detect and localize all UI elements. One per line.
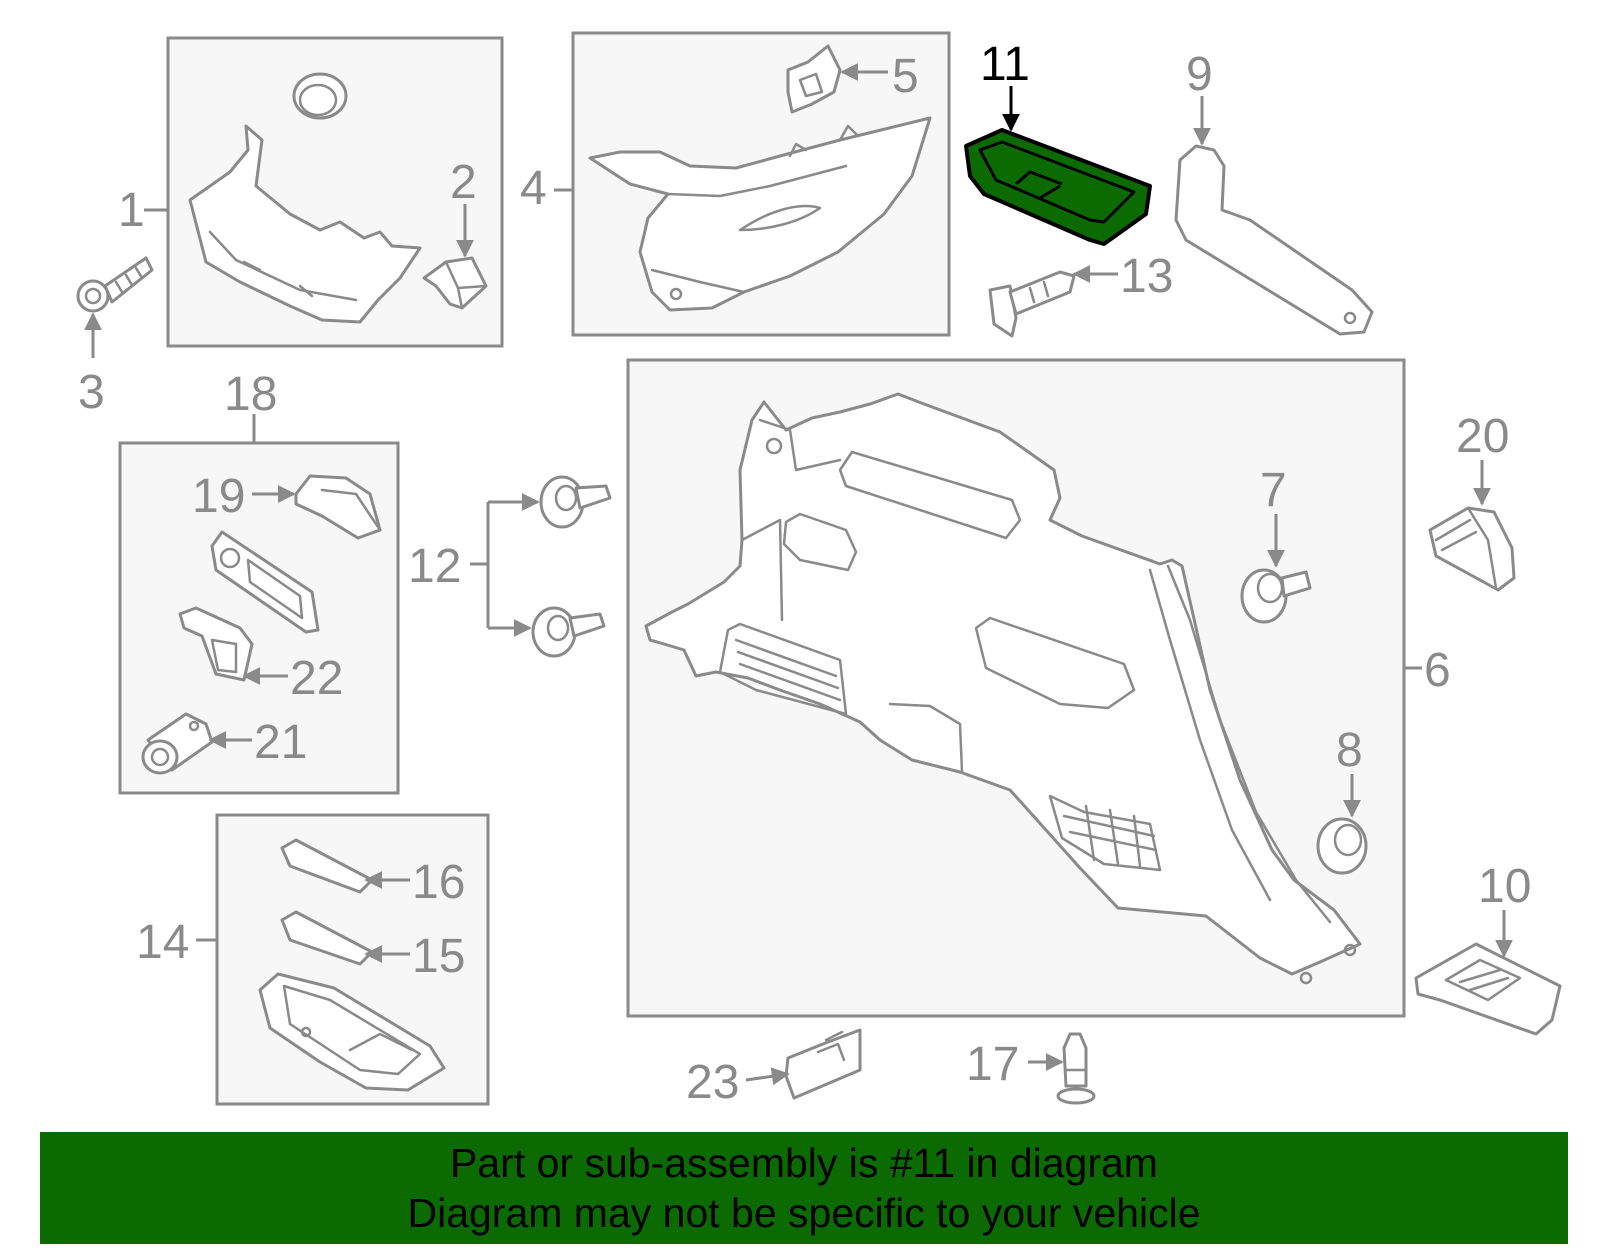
- callout-5: 5: [892, 50, 919, 103]
- callout-12: 12: [408, 540, 461, 593]
- callout-7: 7: [1260, 464, 1287, 517]
- banner-line-2: Diagram may not be specific to your vehi…: [407, 1190, 1201, 1236]
- part-4-trim-panel[interactable]: [588, 116, 932, 312]
- part-23-bracket[interactable]: [784, 1028, 862, 1100]
- part-bezel[interactable]: [210, 530, 320, 634]
- callout-17: 17: [966, 1038, 1019, 1091]
- callout-14: 14: [136, 916, 189, 969]
- part-3-screw[interactable]: [76, 256, 154, 313]
- callout-18: 18: [224, 368, 277, 421]
- callout-16: 16: [412, 856, 465, 909]
- part-8-grommet[interactable]: [1316, 817, 1368, 875]
- part-6-quarter-trim[interactable]: [644, 392, 1362, 985]
- part-17-push-pin[interactable]: [1056, 1032, 1096, 1105]
- callout-13: 13: [1120, 250, 1173, 303]
- leader-12: [470, 502, 490, 628]
- part-11-storage-tray[interactable]: [964, 128, 1152, 246]
- part-14-pocket[interactable]: [258, 972, 446, 1092]
- part-1-bracket[interactable]: [188, 72, 422, 324]
- part-20-switch[interactable]: [1428, 506, 1516, 592]
- part-2-clip[interactable]: [422, 256, 488, 310]
- part-13-pin[interactable]: [988, 270, 1076, 338]
- callout-22: 22: [290, 652, 343, 705]
- callout-2: 2: [450, 156, 477, 209]
- callout-6: 6: [1424, 644, 1451, 697]
- part-19-cover[interactable]: [294, 474, 382, 540]
- part-9-strap[interactable]: [1174, 144, 1374, 336]
- callout-15: 15: [412, 930, 465, 983]
- part-12-clip-upper[interactable]: [539, 475, 612, 529]
- callout-20: 20: [1456, 410, 1509, 463]
- part-7-grommet[interactable]: [1240, 568, 1312, 624]
- callout-8: 8: [1336, 724, 1363, 777]
- info-banner: Part or sub-assembly is #11 in diagram D…: [40, 1132, 1568, 1244]
- callout-1: 1: [118, 184, 145, 237]
- part-10-plate[interactable]: [1414, 942, 1562, 1036]
- callout-9: 9: [1186, 48, 1213, 101]
- callout-21: 21: [254, 716, 307, 769]
- part-12-clip-lower[interactable]: [531, 606, 606, 658]
- callout-11: 11: [980, 38, 1030, 91]
- callout-3: 3: [78, 366, 105, 419]
- callout-4: 4: [520, 162, 547, 215]
- callout-19: 19: [192, 470, 245, 523]
- callout-23: 23: [686, 1056, 739, 1109]
- banner-line-1: Part or sub-assembly is #11 in diagram: [450, 1140, 1158, 1186]
- part-5-clip[interactable]: [786, 44, 842, 114]
- leader-23: [745, 1067, 790, 1086]
- callout-10: 10: [1478, 860, 1531, 913]
